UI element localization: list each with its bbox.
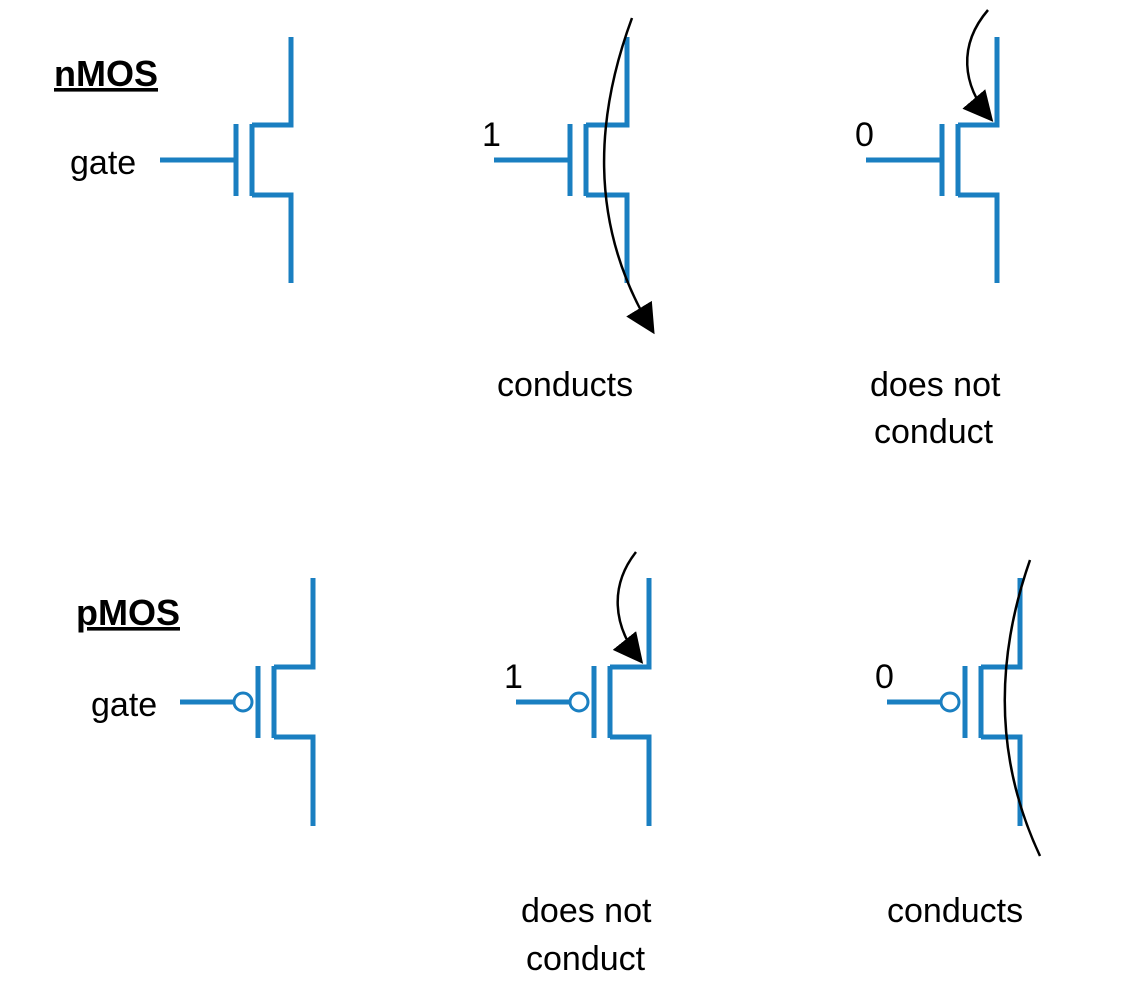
nmos-input-one: 1 xyxy=(482,116,501,154)
nmos-gate-label: gate xyxy=(70,144,136,182)
pmos-current-line xyxy=(1003,559,1042,857)
pmos-on-symbol xyxy=(887,578,1023,826)
pmos-input-zero: 0 xyxy=(875,658,894,696)
nmos-current-arrow xyxy=(602,17,655,335)
pmos-gate-label: gate xyxy=(91,686,157,724)
pmos-off-symbol xyxy=(516,578,652,826)
pmos-conducts-label: conducts xyxy=(887,892,1023,930)
nmos-not-conduct-line2: conduct xyxy=(874,413,994,451)
nmos-conducts-label: conducts xyxy=(497,366,633,404)
nmos-off-symbol xyxy=(866,37,1000,283)
pmos-not-conduct-line2: conduct xyxy=(526,940,646,978)
nmos-not-conduct-line1: does not xyxy=(870,366,1001,404)
pmos-input-one: 1 xyxy=(504,658,523,696)
nmos-heading: nMOS xyxy=(54,53,158,94)
nmos-symbol xyxy=(160,37,294,283)
pmos-heading: pMOS xyxy=(76,592,180,633)
nmos-blocked-arrow xyxy=(962,9,994,122)
pmos-blocked-arrow xyxy=(612,551,644,664)
pmos-symbol xyxy=(180,578,316,826)
nmos-input-zero: 0 xyxy=(855,116,874,154)
pmos-not-conduct-line1: does not xyxy=(521,892,652,930)
nmos-on-symbol xyxy=(494,37,630,283)
